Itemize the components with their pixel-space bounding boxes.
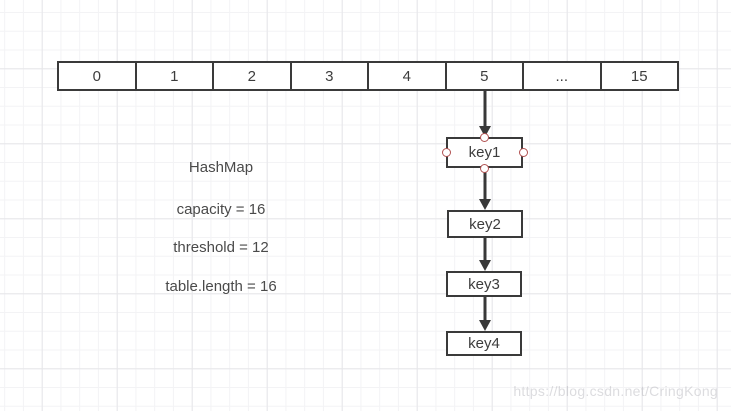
info-line-capacity[interactable]: capacity = 16 [176, 201, 266, 218]
arrow-key3-to-key4[interactable] [479, 297, 491, 331]
arrowhead-down-icon [479, 320, 491, 331]
csdn-watermark: https://blog.csdn.net/CringKong [513, 383, 718, 399]
arrow-key2-to-key3[interactable] [479, 238, 491, 271]
array-cell-1[interactable]: 1 [134, 63, 213, 89]
selection-handle-bottom[interactable] [480, 163, 489, 173]
array-cell-3[interactable]: 3 [289, 63, 368, 89]
selection-handle-top[interactable] [480, 132, 489, 142]
array-cell-5[interactable]: 5 [444, 63, 523, 89]
arrowhead-down-icon [479, 260, 491, 271]
arrowhead-down-icon [479, 126, 491, 137]
info-line-threshold[interactable]: threshold = 12 [173, 239, 269, 256]
node-key3[interactable]: key3 [446, 271, 522, 297]
array-cell-2[interactable]: 2 [212, 63, 290, 89]
arrow-shaft [483, 297, 487, 321]
array-cell-15[interactable]: 15 [599, 63, 678, 89]
info-line-table-length[interactable]: table.length = 16 [165, 278, 277, 295]
arrow-bucket5-to-key1[interactable] [479, 91, 491, 137]
array-cell-0[interactable]: 0 [92, 67, 101, 85]
arrow-shaft [483, 168, 487, 200]
node-key2[interactable]: key2 [447, 210, 523, 238]
arrow-shaft [483, 91, 487, 127]
array-cell-ellipsis[interactable]: ... [522, 63, 600, 89]
hashmap-title-text[interactable]: HashMap [188, 159, 254, 176]
arrow-shaft [483, 238, 487, 261]
arrowhead-down-icon [479, 199, 491, 210]
arrow-key1-to-key2[interactable] [479, 168, 491, 210]
selection-handle-right[interactable] [518, 148, 528, 157]
array-cell-4[interactable]: 4 [367, 63, 445, 89]
node-key4[interactable]: key4 [446, 331, 522, 356]
hashmap-bucket-array[interactable]: 0 1 2 3 4 5 ... 15 [57, 61, 679, 91]
selection-handle-left[interactable] [441, 148, 451, 157]
